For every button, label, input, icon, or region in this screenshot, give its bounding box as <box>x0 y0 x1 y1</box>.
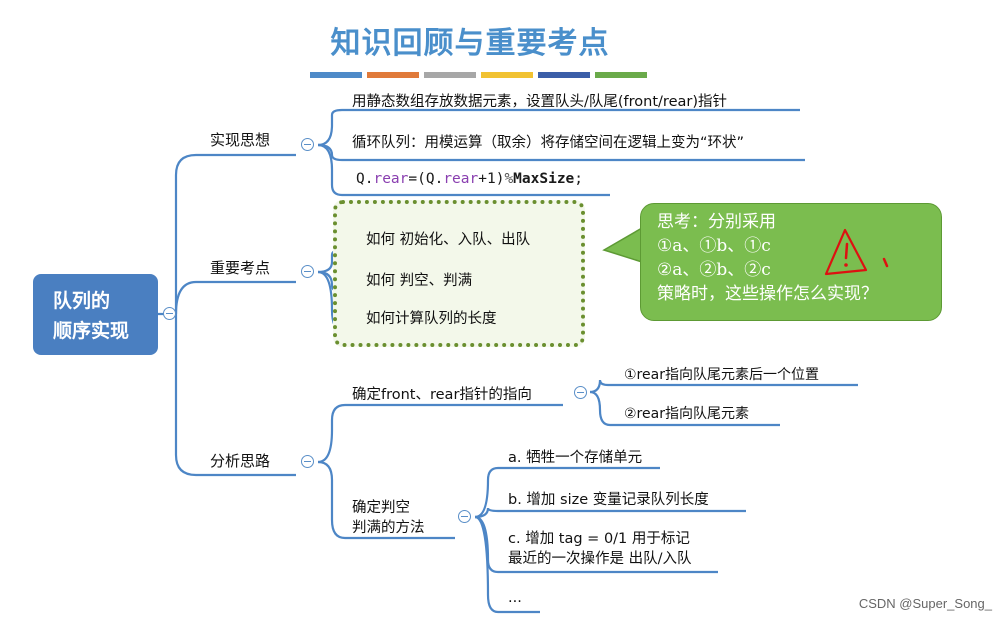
color-bar-4 <box>481 72 533 78</box>
callout-line3: ②a、②b、②c <box>657 260 771 280</box>
branch-analysis-label: 分析思路 <box>210 452 271 470</box>
judge-option-c-line1: c. 增加 tag = 0/1 用于标记 <box>508 531 690 547</box>
impl-code: Q.rear=(Q.rear+1)%MaxSize; <box>356 171 583 187</box>
root-label-line2: 顺序实现 <box>53 320 130 342</box>
root-label-line1: 队列的 <box>53 290 111 312</box>
collapse-pointer-icon[interactable] <box>574 386 587 399</box>
color-bar-3 <box>424 72 476 78</box>
impl-item-2: 循环队列：用模运算（取余）将存储空间在逻辑上变为“环状” <box>352 135 745 151</box>
collapse-key-icon[interactable] <box>301 265 314 278</box>
collapse-impl-icon[interactable] <box>301 138 314 151</box>
callout-line1: 思考：分别采用 <box>657 212 776 232</box>
collapse-root-icon[interactable] <box>163 307 176 320</box>
collapse-analysis-icon[interactable] <box>301 455 314 468</box>
callout-line2: ①a、①b、①c <box>657 236 771 256</box>
judge-label-line2: 判满的方法 <box>352 520 425 536</box>
judge-label-line1: 确定判空 <box>352 500 410 516</box>
branch-impl-label: 实现思想 <box>210 131 271 149</box>
key-item-3: 如何计算队列的长度 <box>366 311 497 327</box>
judge-option-b: b. 增加 size 变量记录队列长度 <box>508 492 709 508</box>
code-part: Q. <box>356 171 374 187</box>
page-title: 知识回顾与重要考点 <box>330 26 610 61</box>
code-part: rear <box>443 171 479 187</box>
judge-label: 确定判空 判满的方法 <box>352 498 425 538</box>
branch-key-label: 重要考点 <box>210 259 271 277</box>
judge-more: ... <box>508 590 522 606</box>
color-bar-1 <box>310 72 362 78</box>
judge-option-c: c. 增加 tag = 0/1 用于标记 最近的一次操作是 出队/入队 <box>508 529 692 569</box>
judge-option-c-line2: 最近的一次操作是 出队/入队 <box>508 551 692 567</box>
color-bar-6 <box>595 72 647 78</box>
key-points-highlight-box <box>333 200 585 347</box>
watermark: CSDN @Super_Song_ <box>858 596 992 611</box>
key-item-2: 如何 判空、判满 <box>366 273 473 289</box>
code-part: =(Q. <box>408 171 444 187</box>
code-part: rear <box>373 171 409 187</box>
judge-option-a: a. 牺牲一个存储单元 <box>508 450 643 466</box>
thinking-callout: 思考：分别采用 ①a、①b、①c ②a、②b、②c 策略时，这些操作怎么实现？ <box>640 203 942 321</box>
callout-line4: 策略时，这些操作怎么实现？ <box>657 284 878 304</box>
code-part: % <box>504 171 514 187</box>
key-item-1: 如何 初始化、入队、出队 <box>366 232 531 248</box>
pointer-option-1: ①rear指向队尾元素后一个位置 <box>624 367 819 383</box>
pointer-label: 确定front、rear指针的指向 <box>352 387 532 403</box>
root-node[interactable]: 队列的 顺序实现 <box>33 274 158 355</box>
code-part: MaxSize <box>513 171 575 187</box>
collapse-judge-icon[interactable] <box>458 510 471 523</box>
warning-annotation-icon <box>824 228 889 276</box>
color-bar-2 <box>367 72 419 78</box>
pointer-option-2: ②rear指向队尾元素 <box>624 406 749 422</box>
color-bar-5 <box>538 72 590 78</box>
code-part: +1) <box>478 171 505 187</box>
code-part: ; <box>574 171 584 187</box>
impl-item-1: 用静态数组存放数据元素，设置队头/队尾(front/rear)指针 <box>352 94 727 110</box>
